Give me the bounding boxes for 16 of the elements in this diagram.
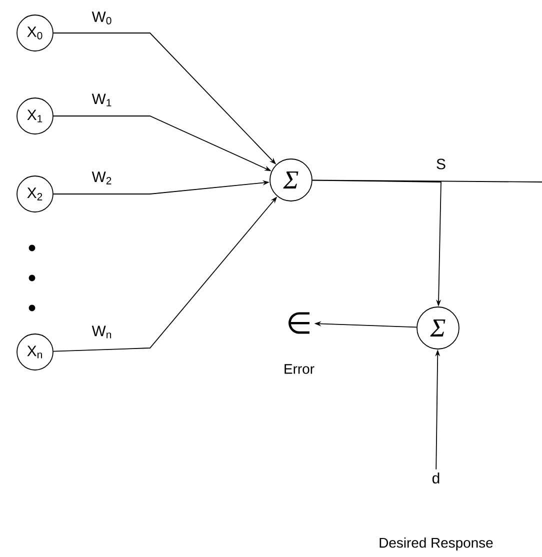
edge-label: W$_{n}$: [90, 324, 114, 340]
input-node: X$_{0}$: [16, 14, 54, 52]
node-caption: Error: [284, 364, 314, 374]
edge-label: W$_{0}$: [90, 10, 114, 26]
input-node: X$_{n}$: [16, 334, 54, 370]
summation-node: Σ: [270, 158, 312, 202]
error-symbol: ∈: [288, 312, 310, 334]
summation-node: Σ: [416, 306, 460, 350]
edge-label: S: [435, 158, 447, 170]
line: [312, 180, 542, 182]
input-node: X$_{1}$: [16, 98, 54, 134]
node-caption: Desired Response: [380, 538, 493, 550]
input-node: X$_{2}$: [16, 176, 54, 212]
edge-label: W$_{1}$: [90, 92, 114, 108]
signal-label: d: [432, 472, 440, 484]
edge-label: W$_{2}$: [90, 170, 114, 186]
